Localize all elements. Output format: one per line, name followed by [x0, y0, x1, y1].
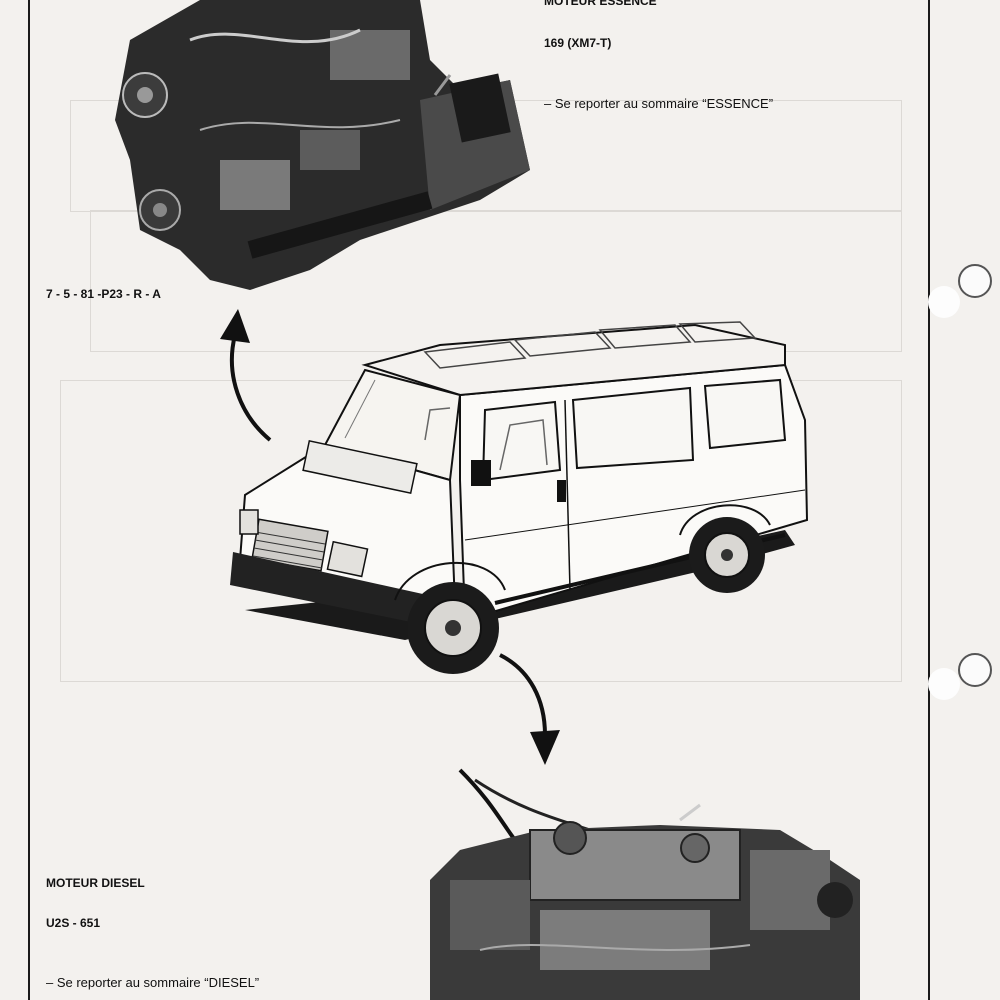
arrow-up-icon [220, 309, 272, 442]
right-border-line [928, 0, 930, 1000]
petrol-engine-heading: MOTEUR ESSENCE [544, 0, 657, 8]
diesel-engine-code: U2S - 651 [46, 916, 101, 930]
photo-reference: 7 - 5 - 81 -P23 - R - A [46, 287, 161, 301]
petrol-engine-reference: – Se reporter au sommaire “ESSENCE” [544, 96, 774, 111]
arrow-down-icon [499, 653, 560, 765]
diesel-engine-photo [430, 768, 860, 1000]
diesel-engine-reference: – Se reporter au sommaire “DIESEL” [46, 975, 260, 990]
binder-hole-top [958, 264, 992, 298]
petrol-engine-code: 169 (XM7-T) [544, 36, 612, 50]
binder-hole-top-shadow [928, 286, 960, 318]
left-border-line [28, 0, 30, 1000]
diesel-engine-heading: MOTEUR DIESEL [46, 876, 145, 890]
binder-hole-bottom-shadow [928, 668, 960, 700]
petrol-engine-photo [115, 0, 530, 290]
van-illustration [230, 321, 809, 674]
binder-hole-bottom [958, 653, 992, 687]
